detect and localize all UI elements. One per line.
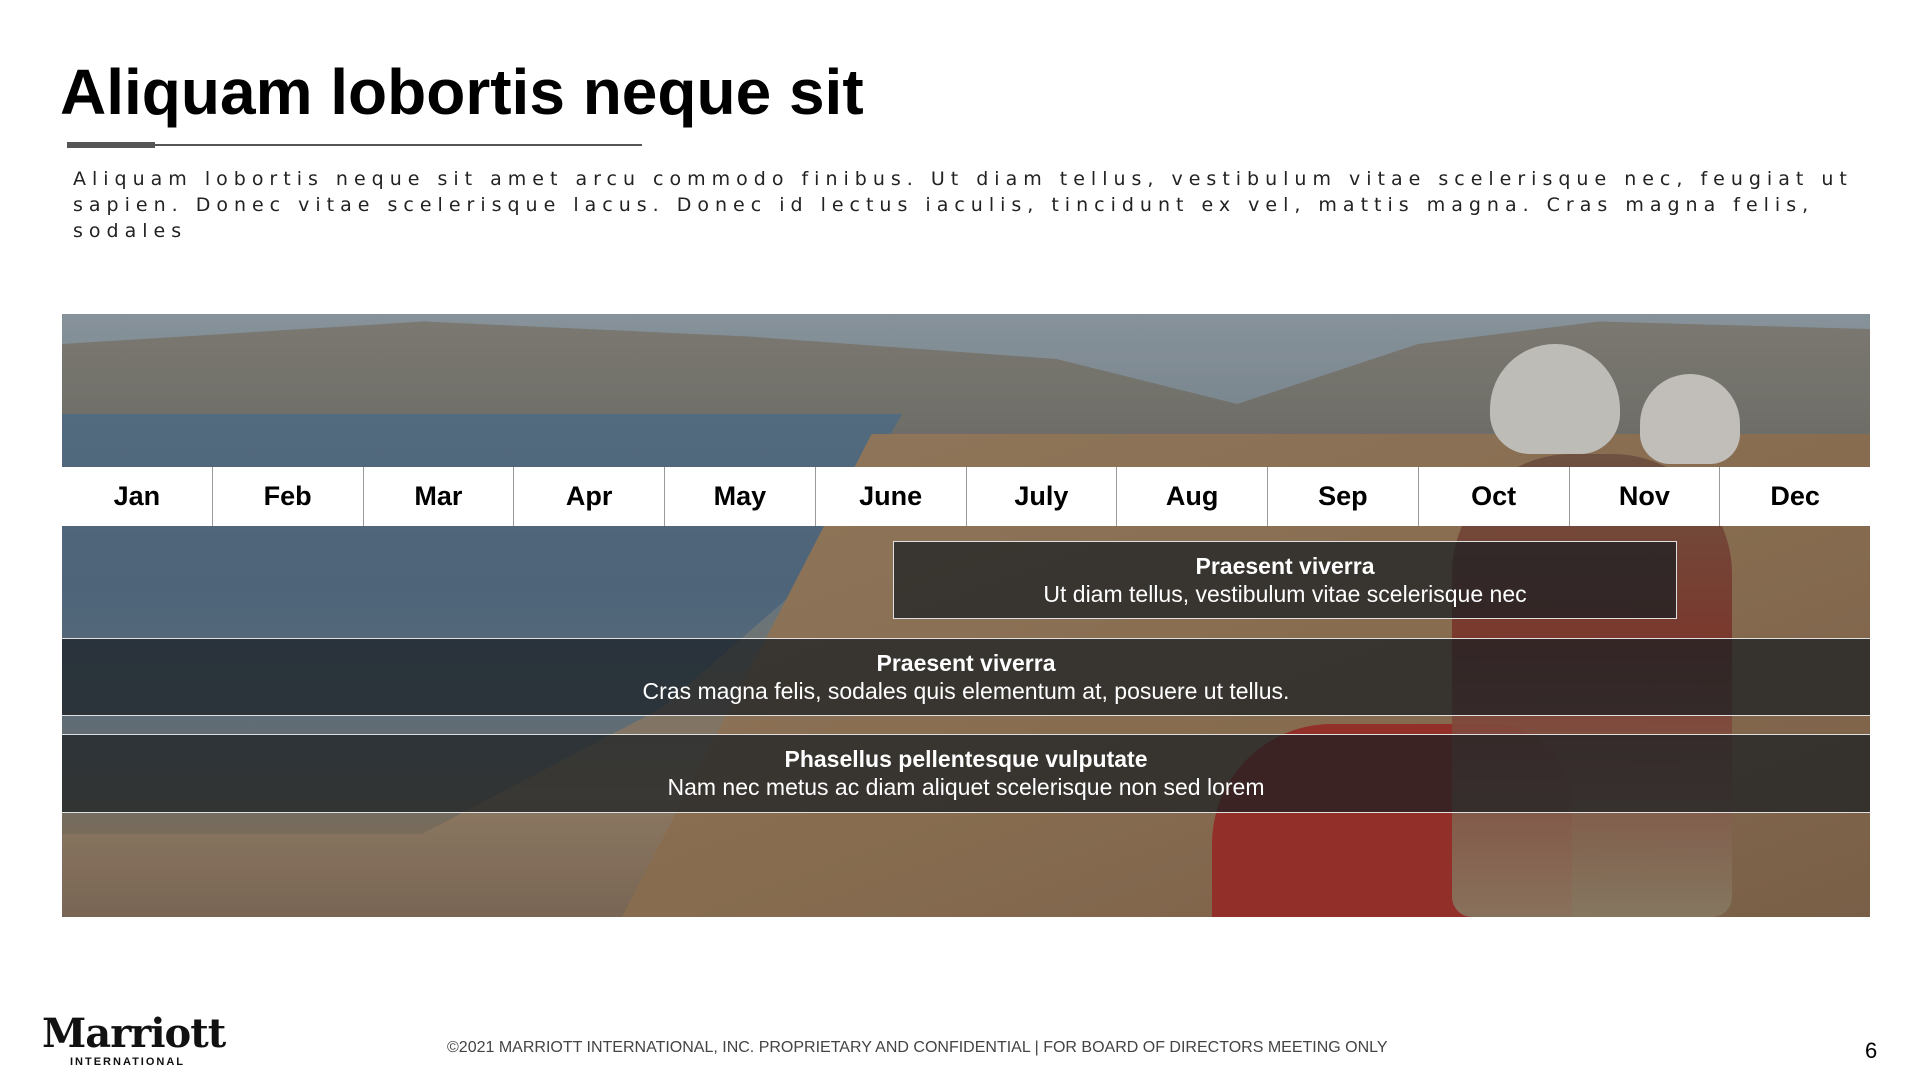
month-cell: Nov	[1568, 467, 1720, 526]
slide-subtitle: Aliquam lobortis neque sit amet arcu com…	[73, 168, 1853, 242]
photo-helmet	[1640, 374, 1740, 464]
page-number: 6	[1865, 1038, 1878, 1063]
logo-wordmark: Marriott	[42, 1010, 226, 1057]
month-cell: Jan	[113, 481, 161, 511]
month-cell: Feb	[211, 467, 363, 526]
marriott-logo: Marriott INTERNATIONAL	[42, 1010, 226, 1069]
month-cell: Dec	[1719, 467, 1870, 526]
timeline-bar: Praesent viverra Cras magna felis, sodal…	[62, 638, 1870, 716]
timeline-bar-title: Praesent viverra	[876, 650, 1056, 676]
month-cell: Mar	[362, 467, 514, 526]
timeline-bar-subtitle: Nam nec metus ac diam aliquet scelerisqu…	[667, 774, 1265, 800]
logo-subtext: INTERNATIONAL	[70, 1056, 186, 1068]
title-underline-accent	[67, 142, 155, 148]
timeline-bar-title: Phasellus pellentesque vulputate	[784, 746, 1148, 772]
month-cell: May	[664, 467, 815, 526]
month-cell: Aug	[1116, 467, 1267, 526]
timeline-bar-title: Praesent viverra	[1195, 553, 1375, 579]
month-cell: Oct	[1417, 467, 1569, 526]
month-cell: June	[814, 467, 966, 526]
month-cell: Apr	[513, 467, 664, 526]
timeline-bar-subtitle: Cras magna felis, sodales quis elementum…	[642, 678, 1290, 704]
footer-text: ©2021 MARRIOTT INTERNATIONAL, INC. PROPR…	[447, 1039, 1388, 1056]
slide-title: Aliquam lobortis neque sit	[60, 56, 864, 128]
timeline-bar: Praesent viverra Ut diam tellus, vestibu…	[893, 541, 1677, 619]
month-header: Jan Feb Mar Apr May June July Aug Sep Oc…	[62, 467, 1870, 526]
month-cell: July	[965, 467, 1117, 526]
timeline-bar: Phasellus pellentesque vulputate Nam nec…	[62, 734, 1870, 813]
title-underline	[67, 144, 642, 146]
month-cell: Sep	[1267, 467, 1418, 526]
timeline-bar-subtitle: Ut diam tellus, vestibulum vitae sceleri…	[1043, 581, 1527, 607]
photo-helmet	[1490, 344, 1620, 454]
